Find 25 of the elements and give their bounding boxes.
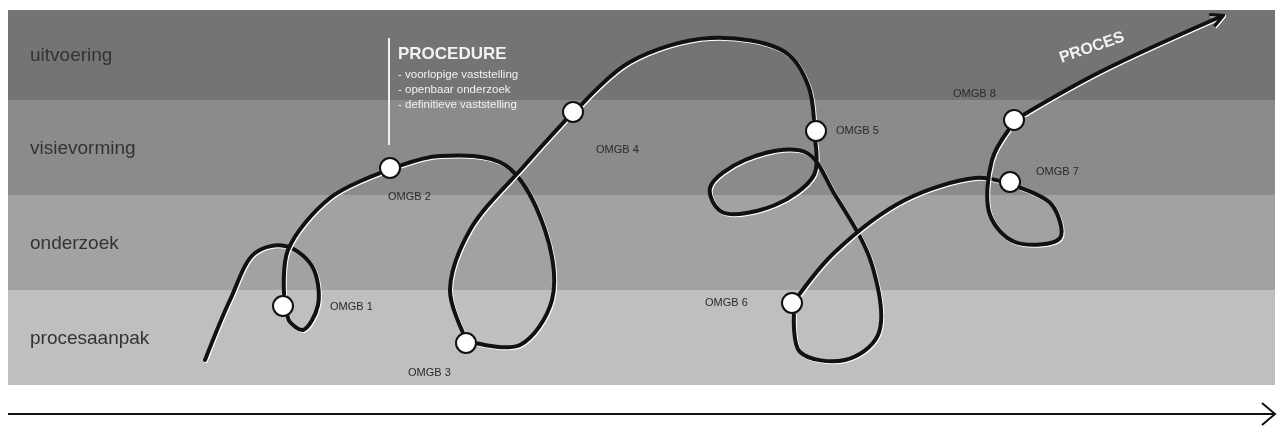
phase-label: uitvoering: [30, 44, 113, 66]
process-curve: [985, 128, 1064, 247]
process-curve: [707, 141, 884, 364]
process-curve: [399, 153, 557, 350]
process-curve: [281, 171, 382, 297]
process-curve: [448, 118, 567, 334]
process-curve: [797, 175, 1001, 296]
process-curve: [580, 35, 816, 122]
process-curve: [203, 243, 321, 362]
milestone-label: OMGB 5: [836, 124, 879, 136]
note-text: - definitieve vaststelling: [398, 98, 517, 110]
milestone-label: OMGB 3: [408, 366, 451, 378]
milestone-label: OMGB 6: [705, 296, 748, 308]
note-text: - openbaar onderzoek: [398, 83, 511, 95]
milestone-label: OMGB 4: [596, 143, 639, 155]
milestone-label: OMGB 8: [953, 87, 996, 99]
milestone-label: OMGB 1: [330, 300, 373, 312]
phase-label: visievorming: [30, 136, 136, 159]
milestone-label: OMGB 7: [1036, 165, 1079, 177]
note-heading: PROCEDURE: [398, 44, 507, 64]
phase-label: onderzoek: [30, 231, 119, 254]
process-curve: [1022, 13, 1226, 117]
phase-label: procesaanpak: [30, 326, 150, 349]
milestone-label: OMGB 2: [388, 190, 431, 202]
note-text: - voorlopige vaststelling: [398, 68, 519, 80]
